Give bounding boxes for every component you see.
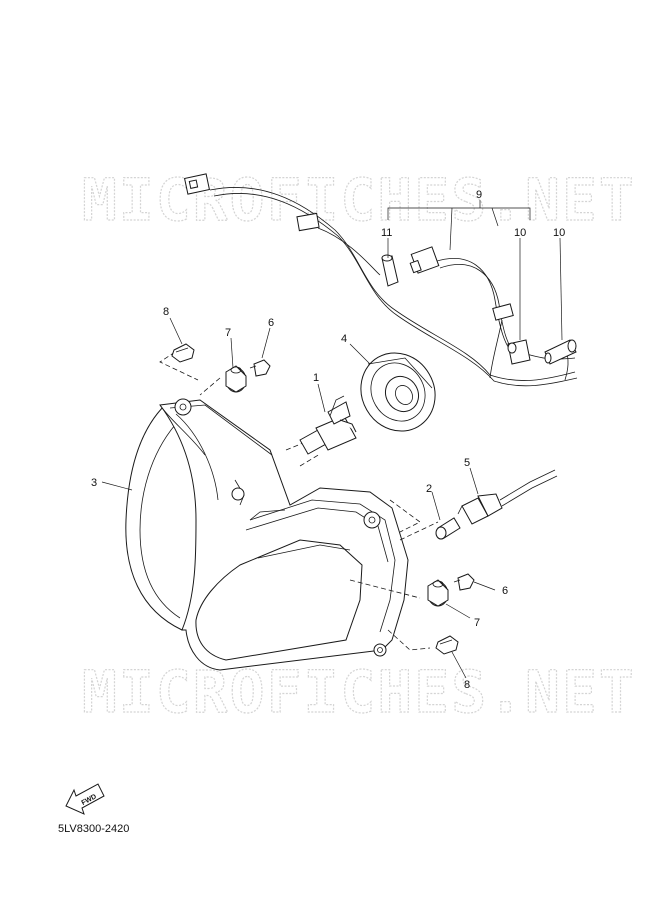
callout-10-left: 10	[514, 227, 526, 239]
callout-1: 1	[313, 372, 319, 384]
callout-8-bottom: 8	[464, 679, 470, 691]
callout-labels: 9 11 10 10 8 7 6 4 1 3 5 2 6 7 8	[91, 189, 565, 691]
screw-6-bottom	[453, 573, 475, 591]
bulb-2	[435, 517, 461, 540]
cover-4	[360, 352, 436, 432]
grommet-7-top	[225, 365, 247, 393]
socket-cord-5	[457, 469, 558, 525]
bulb-1	[299, 395, 357, 455]
socket-11	[381, 254, 399, 287]
callout-8-top: 8	[163, 306, 169, 318]
callout-5: 5	[464, 457, 470, 469]
callout-4: 4	[341, 333, 347, 345]
grommet-7-bottom	[427, 579, 449, 607]
diagram-code: 5LV8300-2420	[58, 823, 130, 835]
callout-11: 11	[381, 227, 392, 239]
bolt-8-bottom	[435, 635, 459, 655]
callout-6-bottom: 6	[502, 585, 508, 597]
headlight-housing	[125, 398, 409, 671]
watermark-bottom: MICROFICHES.NET	[82, 658, 636, 726]
screw-6-top	[249, 359, 271, 377]
connector-top	[183, 173, 211, 195]
assembly-lines	[159, 351, 439, 651]
wire-harness	[183, 173, 578, 387]
callout-10-right: 10	[553, 227, 565, 239]
callout-3: 3	[91, 477, 97, 489]
callout-7-bottom: 7	[474, 617, 480, 629]
connector-right	[492, 303, 514, 321]
callout-group-9	[387, 200, 563, 341]
fwd-arrow: FWD	[65, 783, 105, 815]
socket-10-right	[544, 339, 577, 365]
socket-10-left	[507, 339, 531, 365]
callout-2: 2	[426, 483, 432, 495]
leader-lines	[101, 317, 496, 679]
callout-6-top: 6	[268, 317, 274, 329]
callout-9: 9	[476, 189, 482, 201]
connector-middle	[409, 246, 440, 274]
watermark-top: MICROFICHES.NET	[82, 166, 636, 234]
bolt-8-top	[171, 343, 195, 363]
connector-left	[296, 212, 320, 232]
callout-7-top: 7	[225, 327, 231, 339]
